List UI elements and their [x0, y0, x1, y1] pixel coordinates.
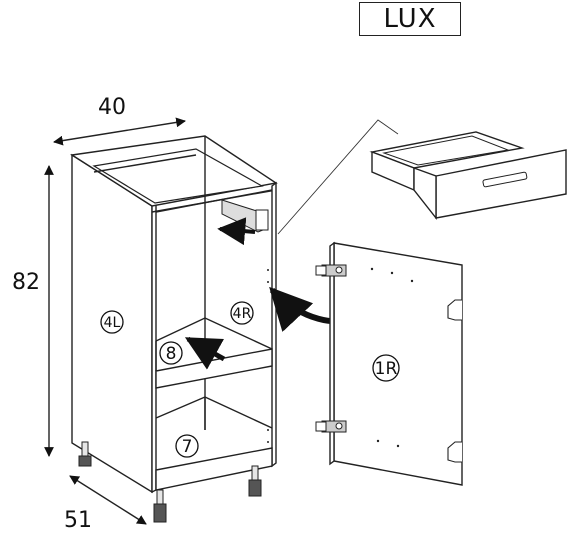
depth-dimension-arrow [69, 475, 147, 525]
pilot-hole [370, 267, 374, 271]
width-value: 40 [98, 95, 126, 120]
svg-text:4L: 4L [104, 315, 121, 331]
shelf-back-line [155, 317, 273, 350]
svg-text:8: 8 [166, 344, 177, 364]
door-handle-cutout-bottom [447, 441, 462, 463]
hinge-mounting-plate-front [255, 209, 269, 231]
inner-top-edge [155, 189, 273, 213]
hinge-insert-arrow [217, 217, 256, 246]
svg-text:4R: 4R [233, 306, 252, 322]
drawer-inner-opening [382, 135, 510, 166]
drawer-callout-leader [277, 119, 399, 235]
cabinet-legs [78, 441, 262, 523]
height-value: 82 [12, 270, 40, 295]
part-label-left-side: 4L [100, 310, 124, 334]
pilot-hole [410, 279, 414, 283]
leg-front-left [153, 489, 167, 523]
top-opening [92, 148, 264, 204]
shelf-insert-arrow [184, 336, 226, 370]
right-panel-edge [271, 181, 277, 468]
pilot-hole [267, 281, 269, 283]
bottom-front-edge [155, 447, 273, 491]
pilot-hole [267, 269, 269, 271]
pilot-hole [267, 429, 269, 431]
drawer-detail [369, 131, 567, 221]
hinge-plate-assembly [217, 199, 269, 246]
depth-value: 51 [64, 508, 92, 533]
height-dimension: 82 [12, 165, 54, 457]
door-hinge-bottom [315, 420, 347, 433]
depth-dimension: 51 [64, 475, 147, 533]
svg-text:7: 7 [182, 437, 193, 457]
leg-front-right [248, 465, 262, 497]
door-edge [329, 241, 335, 466]
part-label-right-side: 4R [230, 301, 254, 325]
width-dimension: 40 [53, 95, 186, 146]
drawer-handle [482, 171, 528, 188]
pilot-hole [390, 271, 394, 275]
pilot-hole [267, 441, 269, 443]
part-label-bottom: 7 [175, 434, 199, 458]
width-dimension-arrow [53, 117, 186, 146]
pilot-hole [396, 444, 400, 448]
bottom-back-line [155, 396, 273, 429]
pilot-hole [376, 439, 380, 443]
part-label-shelf: 8 [159, 341, 183, 365]
drawer-front-edge [413, 167, 437, 221]
brand-label-box: LUX [359, 2, 461, 36]
svg-text:1R: 1R [375, 359, 398, 379]
brand-label: LUX [383, 4, 437, 34]
part-label-door: 1R [372, 354, 400, 382]
leg-back-left [78, 441, 92, 467]
door-hinge-top [315, 264, 347, 277]
door-handle-cutout-top [447, 299, 462, 321]
top-rail-back-edge [93, 154, 197, 173]
